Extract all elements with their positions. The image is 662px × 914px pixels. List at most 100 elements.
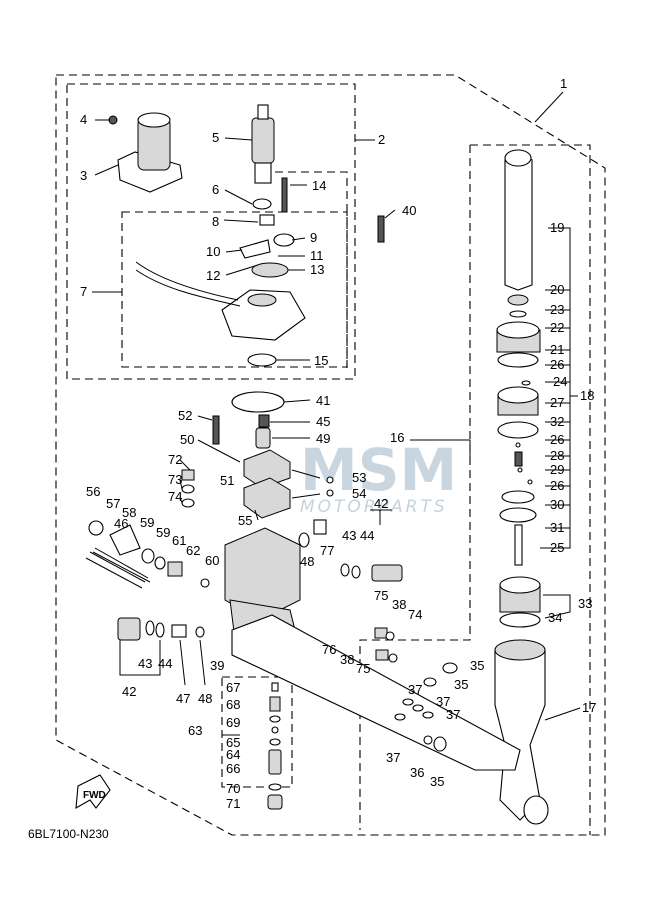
- callout-label: 37: [436, 694, 450, 709]
- callout-label: 29: [550, 462, 564, 477]
- callout-label: 53: [352, 470, 366, 485]
- callout-label: 21: [550, 342, 564, 357]
- callout-label: 32: [550, 414, 564, 429]
- callout-label: 5: [212, 130, 219, 145]
- callout-label: 59: [156, 525, 170, 540]
- callout-label: 51: [220, 473, 234, 488]
- watermark-subtitle: MOTORPARTS: [300, 497, 448, 517]
- callout-label: 33: [578, 596, 592, 611]
- callout-label: 42: [122, 684, 136, 699]
- callout-label: 4: [80, 112, 87, 127]
- callout-label: 59: [140, 515, 154, 530]
- callout-label: 27: [550, 395, 564, 410]
- callout-label: 23: [550, 302, 564, 317]
- callout-label: 55: [238, 513, 252, 528]
- callout-labels: 1 2 3 4 5 6 7 8 9 10 11 12 13 14 15 16 1…: [80, 76, 596, 811]
- callout-label: 68: [226, 697, 240, 712]
- callout-label: 54: [352, 486, 366, 501]
- callout-label: 74: [168, 489, 182, 504]
- callout-label: 64: [226, 747, 240, 762]
- callout-label: 10: [206, 244, 220, 259]
- callout-label: 65: [226, 735, 240, 750]
- manual-valve-group: [267, 682, 283, 810]
- watermark-title: MSM: [300, 436, 457, 504]
- callout-label: 76: [322, 642, 336, 657]
- callout-label: 7: [80, 284, 87, 299]
- callout-label: 37: [408, 682, 422, 697]
- callout-label: 56: [86, 484, 100, 499]
- callout-label: 41: [316, 393, 330, 408]
- callout-label: 66: [226, 761, 240, 776]
- callout-label: 20: [550, 282, 564, 297]
- callout-label: 14: [312, 178, 326, 193]
- callout-label: 49: [316, 431, 330, 446]
- callout-label: 2: [378, 132, 385, 147]
- callout-label: 16: [390, 430, 404, 445]
- callout-label: 35: [470, 658, 484, 673]
- callout-label: 34: [548, 610, 562, 625]
- manifold: [92, 547, 521, 771]
- callout-label: 25: [550, 540, 564, 555]
- callout-label: 43: [342, 528, 356, 543]
- callout-label: 75: [374, 588, 388, 603]
- callout-label: 48: [198, 691, 212, 706]
- callout-label: 42: [374, 496, 388, 511]
- callout-label: 6: [212, 182, 219, 197]
- callout-label: 9: [310, 230, 317, 245]
- assembly-boundaries: [55, 74, 606, 836]
- callout-label: 69: [226, 715, 240, 730]
- callout-label: 17: [582, 700, 596, 715]
- watermark: MSM MOTORPARTS: [300, 436, 457, 517]
- callout-label: 30: [550, 497, 564, 512]
- callout-label: 26: [550, 478, 564, 493]
- callout-label: 37: [446, 707, 460, 722]
- callout-label: 37: [386, 750, 400, 765]
- callout-label: 70: [226, 781, 240, 796]
- callout-label: 44: [158, 656, 172, 671]
- callout-label: 26: [550, 357, 564, 372]
- callout-label: 12: [206, 268, 220, 283]
- callout-label: 3: [80, 168, 87, 183]
- callout-label: 73: [168, 472, 182, 487]
- callout-label: 1: [560, 76, 567, 91]
- callout-label: 13: [310, 262, 324, 277]
- callout-label: 35: [454, 677, 468, 692]
- callout-label: 43: [138, 656, 152, 671]
- motor-assembly: [108, 104, 385, 367]
- callout-label: 26: [550, 432, 564, 447]
- fwd-label: FWD: [83, 790, 106, 801]
- callout-label: 39: [210, 658, 224, 673]
- callout-label: 75: [356, 661, 370, 676]
- callout-label: 62: [186, 543, 200, 558]
- callout-label: 19: [550, 220, 564, 235]
- callout-label: 36: [410, 765, 424, 780]
- callout-label: 46: [114, 516, 128, 531]
- callout-label: 28: [550, 448, 564, 463]
- callout-label: 58: [122, 505, 136, 520]
- callout-label: 57: [106, 496, 120, 511]
- callout-label: 77: [320, 543, 334, 558]
- callout-label: 40: [402, 203, 416, 218]
- callout-label: 48: [300, 554, 314, 569]
- callout-label: 50: [180, 432, 194, 447]
- fwd-arrow-icon: FWD: [75, 774, 111, 810]
- callout-label: 38: [340, 652, 354, 667]
- callout-label: 24: [553, 374, 567, 389]
- callout-label: 60: [205, 553, 219, 568]
- leader-lines: [92, 91, 581, 736]
- callout-label: 52: [178, 408, 192, 423]
- callout-label: 71: [226, 796, 240, 811]
- callout-label: 63: [188, 723, 202, 738]
- callout-label: 45: [316, 414, 330, 429]
- callout-label: 47: [176, 691, 190, 706]
- callout-label: 8: [212, 214, 219, 229]
- callout-label: 74: [408, 607, 422, 622]
- callout-label: 35: [430, 774, 444, 789]
- diagram-caption: 6BL7100-N230: [28, 827, 109, 841]
- callout-label: 22: [550, 320, 564, 335]
- callout-label: 18: [580, 388, 594, 403]
- callout-label: 44: [360, 528, 374, 543]
- callout-label: 38: [392, 597, 406, 612]
- callout-label: 72: [168, 452, 182, 467]
